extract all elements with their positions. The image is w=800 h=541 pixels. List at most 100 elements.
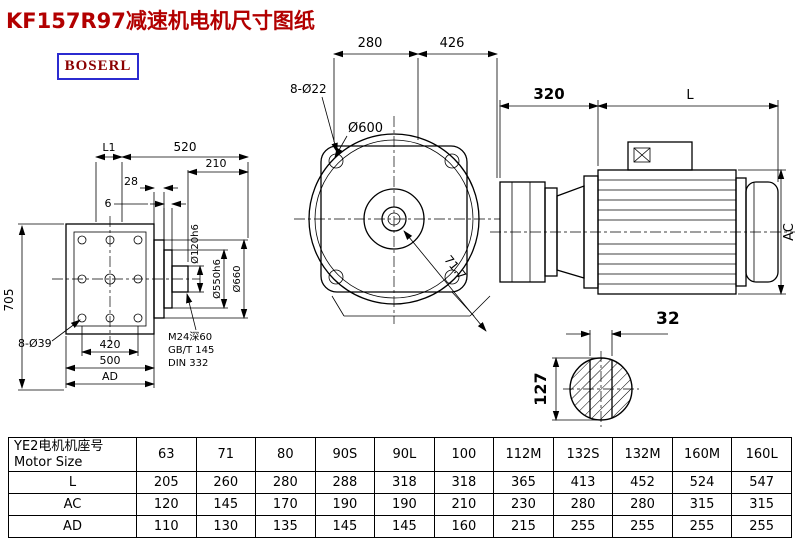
dim-spigot-dia: Ø550h6 [172,249,228,309]
thread-callout-line2: GB/T 145 [168,345,214,356]
cell: 230 [493,493,554,516]
cell: 255 [612,515,673,538]
table-row-ac: AC 120 145 170 190 190 210 230 280 280 3… [8,493,792,516]
side-view-outline [490,141,795,295]
cell: 524 [671,471,733,494]
cell: 452 [612,471,673,494]
dim-l1-520: L1 520 [95,140,249,238]
dim-420-label: 420 [100,338,121,351]
col-header: 80 [255,437,316,472]
shaft-end-view: 32 127 [531,309,680,427]
col-header: 112M [493,437,554,472]
cell: 145 [314,515,376,538]
col-header: 63 [136,437,197,472]
flange-holes-label: 8-Ø22 [290,82,327,96]
cell: 288 [314,471,376,494]
cell: 205 [136,471,197,494]
cell: 280 [612,493,673,516]
dim-flange-od: Ø660 [164,239,248,319]
dim-l-label: L [686,88,694,103]
dim-32-label: 32 [656,309,680,329]
boserl-logo: BOSERL [57,53,139,80]
front-view: 705 L1 520 210 28 [2,140,249,391]
dim-ad-label: AD [102,370,118,383]
thread-callout-line3: DIN 332 [168,358,208,369]
mounting-holes-label: 8-Ø39 [18,337,52,350]
cell: 130 [195,515,257,538]
motor-size-header-cn: YE2电机机座号 [14,438,104,454]
cell: 413 [552,471,614,494]
dim-705-label: 705 [2,289,16,312]
row-label: L [8,471,137,494]
dim-6-label: 6 [105,197,112,210]
output-flange-outline [153,239,189,319]
cell: 318 [433,471,495,494]
cell: 547 [731,471,792,494]
dim-6: 6 [105,197,186,264]
dim-127-label: 127 [531,372,550,405]
dim-flange-od-label: Ø660 [231,266,243,293]
dim-280-426: 280 426 [333,36,498,178]
side-view: 320 L AC [490,85,797,295]
technical-drawing: 705 L1 520 210 28 [2,36,797,427]
cell: 190 [374,493,435,516]
dimension-table: YE2电机机座号 Motor Size 63 71 80 90S 90L 100… [8,437,792,538]
row-label: AC [8,493,137,516]
shaft-section-outline [563,351,639,427]
dim-320-label: 320 [533,85,564,103]
label-mounting-holes: 8-Ø39 [18,319,81,350]
cell: 145 [374,515,435,538]
flange-dia-label: Ø600 [348,121,383,136]
flange-outline [294,116,500,324]
dim-280-label: 280 [358,36,383,51]
dim-705: 705 [2,223,64,391]
cell: 110 [136,515,197,538]
cell: 318 [374,471,435,494]
label-flange-dia: Ø600 [334,121,383,158]
dim-500-label: 500 [100,354,121,367]
dim-28-label: 28 [124,175,138,188]
cell: 215 [493,515,554,538]
col-header: 90L [374,437,435,472]
flange-view: 280 426 8-Ø22 Ø600 71.7 [290,36,500,332]
col-header: 132M [612,437,673,472]
dim-500: 500 [65,318,155,388]
cell: 365 [493,471,554,494]
table-row-ad: AD 110 130 135 145 145 160 215 255 255 2… [8,515,792,538]
cell: 255 [552,515,614,538]
dim-ad: AD [65,370,155,388]
dim-210-label: 210 [206,157,227,170]
dim-520-label: 520 [174,140,197,154]
thread-callout: M24深60 GB/T 145 DIN 332 [168,293,214,369]
col-header: 160L [731,437,792,472]
col-header: 132S [552,437,614,472]
col-header: 100 [433,437,495,472]
dim-shaft-dia: Ø120h6 [188,224,204,293]
dim-320: 320 [499,85,599,178]
label-flange-holes: 8-Ø22 [290,82,338,153]
row-label: AD [8,515,137,538]
dim-127: 127 [531,357,598,421]
gearbox-housing-outline [52,216,200,342]
cell: 210 [433,493,495,516]
cell: 145 [195,493,257,516]
cell: 260 [195,471,257,494]
cell: 315 [731,493,792,516]
col-header: 71 [195,437,257,472]
cell: 160 [433,515,495,538]
thread-callout-line1: M24深60 [168,331,212,343]
dim-210: 210 [187,157,249,262]
dim-motor-length: L [597,88,779,182]
cell: 120 [136,493,197,516]
dim-spigot-dia-label: Ø550h6 [211,259,223,299]
col-header: 90S [314,437,376,472]
cell: 135 [255,515,316,538]
dim-ac: AC [738,169,797,295]
dim-426-label: 426 [440,36,465,51]
cell: 280 [255,471,316,494]
motor-size-header: YE2电机机座号 Motor Size [8,437,137,472]
cell: 170 [255,493,316,516]
dim-32: 32 [566,309,680,356]
cell: 190 [314,493,376,516]
